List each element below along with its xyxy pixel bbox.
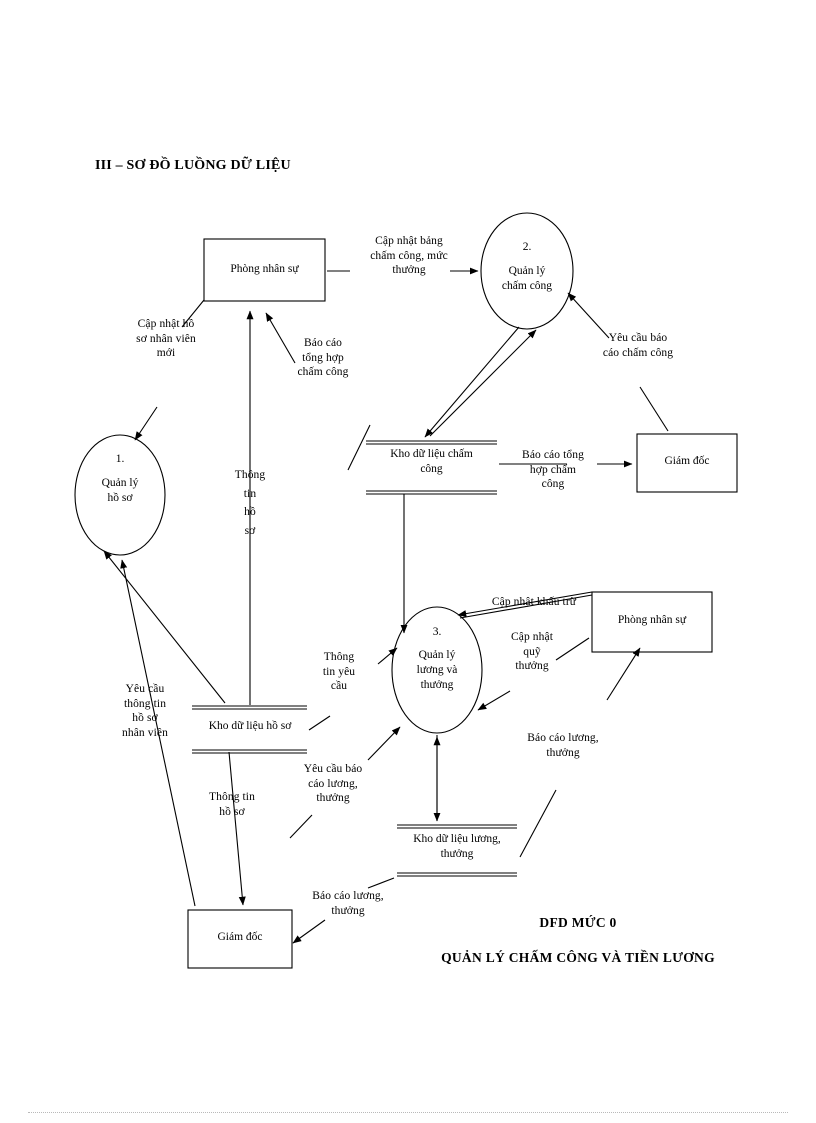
footer-divider bbox=[28, 1112, 788, 1113]
flow-label-request-employee-record-info: Yêu cầu thông tin hồ sơ nhân viên bbox=[122, 683, 168, 740]
flow-payroll-report-to-hr-right bbox=[606, 647, 641, 701]
entity-box-hr-right bbox=[591, 591, 713, 653]
flow-label-timekeeping-summary-report: Báo cáo tổng hợp chấm công bbox=[522, 449, 584, 491]
flow-label-summary-timekeeping-report: Báo cáo tổng hợp chấm công bbox=[297, 337, 349, 379]
entity-box-director-bottom bbox=[187, 909, 293, 969]
page-title: III – SƠ ĐỒ LUỒNG DỮ LIỆU bbox=[95, 158, 291, 173]
flow-label-payroll-report-hr: Báo cáo lương, thưởng bbox=[527, 732, 599, 759]
diagram-caption-line2: QUẢN LÝ CHẤM CÔNG VÀ TIỀN LƯƠNG bbox=[441, 950, 715, 965]
flow-hr-right-deduction-to-p3 bbox=[457, 591, 593, 618]
flow-ds-records-to-director-bottom bbox=[228, 751, 246, 906]
entity-label-hr-top: Phòng nhân sự bbox=[230, 263, 299, 275]
flow-label-update-deduction: Cập nhật khấu trừ bbox=[491, 596, 577, 608]
process-label-3: Quản lý lương và thưởng bbox=[416, 649, 458, 691]
flow-hr-right-deduction-to-p3-b bbox=[459, 594, 593, 619]
flow-director-request-stub bbox=[639, 386, 669, 432]
process-ellipse-2 bbox=[480, 212, 574, 330]
diagram-caption-line1: DFD MỨC 0 bbox=[539, 915, 617, 930]
data-store-payroll bbox=[397, 824, 517, 877]
data-store-records bbox=[192, 705, 307, 754]
entity-box-director-right bbox=[636, 433, 738, 493]
flow-label-update-timesheet: Cập nhật bảng chấm công, mức thưởng bbox=[370, 235, 448, 277]
flow-ds-timekeeping-to-p2 bbox=[347, 424, 371, 471]
process-number-1: 1. bbox=[115, 453, 125, 465]
entity-label-director-bottom: Giám đốc bbox=[217, 931, 263, 943]
flow-label-request-payroll-report: Yêu cầu báo cáo lương, thưởng bbox=[303, 763, 363, 805]
flow-request-payroll-report-to-p3 bbox=[367, 726, 401, 761]
flow-payroll-report-to-director-stub bbox=[367, 877, 395, 889]
flow-label-record-info: Thông tin hồ sơ bbox=[209, 791, 255, 818]
process-label-2: Quản lý chấm công bbox=[501, 265, 553, 292]
flow-director-bottom-to-p1 bbox=[120, 559, 196, 907]
flow-payroll-report-to-director bbox=[292, 919, 326, 944]
flow-label-record-info-vertical: Thông tin hồ sơ bbox=[234, 469, 266, 537]
flow-label-payroll-report-director: Báo cáo lương, thưởng bbox=[312, 890, 384, 917]
data-store-timekeeping bbox=[366, 440, 497, 495]
process-ellipse-1 bbox=[74, 434, 166, 556]
flow-hr-right-bonus-to-p3 bbox=[477, 690, 511, 711]
data-store-label-records: Kho dữ liệu hồ sơ bbox=[208, 720, 292, 732]
process-number-3: 3. bbox=[432, 626, 442, 638]
entity-label-hr-right: Phòng nhân sự bbox=[617, 614, 687, 626]
flow-hr-to-p1-stub bbox=[181, 299, 205, 328]
flow-p2-to-ds-timekeeping bbox=[424, 326, 520, 438]
process-number-2: 2. bbox=[522, 241, 532, 253]
entity-box-hr-top bbox=[203, 238, 326, 302]
flow-hr-to-p1 bbox=[134, 406, 158, 441]
data-store-label-timekeeping: Kho dữ liệu chấm công bbox=[390, 448, 473, 475]
flow-label-request-timekeeping-report: Yêu cầu báo cáo chấm công bbox=[602, 332, 674, 359]
flow-payroll-report-to-hr-right-stub bbox=[519, 789, 557, 858]
flow-ds-records-to-p1 bbox=[103, 550, 226, 704]
flow-hr-right-bonus-stub bbox=[555, 637, 590, 661]
flow-request-payroll-report-stub bbox=[289, 814, 313, 839]
flow-ds-timekeeping-to-p2-b bbox=[429, 329, 537, 437]
process-ellipse-3 bbox=[391, 606, 483, 734]
entity-label-director-right: Giám đốc bbox=[664, 455, 710, 467]
flow-timekeeping-report-to-hr bbox=[265, 312, 296, 364]
flow-p3-to-ds-records-stub bbox=[308, 715, 331, 731]
flow-label-update-new-employee: Cập nhật hồ sơ nhân viên mới bbox=[136, 318, 196, 360]
data-store-label-payroll: Kho dữ liệu lương, thưởng bbox=[413, 833, 501, 860]
process-label-1: Quản lý hồ sơ bbox=[101, 477, 139, 504]
flow-label-request-info: Thông tin yêu cầu bbox=[322, 651, 356, 693]
flow-ds-records-to-p3 bbox=[377, 647, 398, 665]
flow-director-request-to-p2 bbox=[567, 292, 610, 339]
flow-label-update-bonus-fund: Cập nhật quỹ thưởng bbox=[511, 631, 553, 673]
